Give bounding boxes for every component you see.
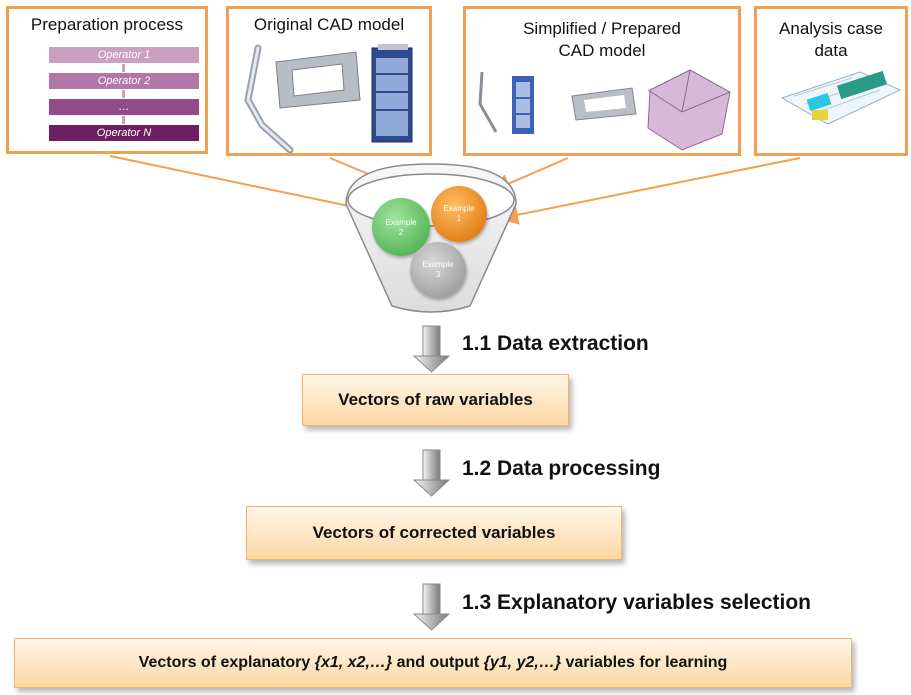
simplified-battery-illustration — [512, 76, 534, 134]
corrected-variables-text: Vectors of corrected variables — [312, 523, 556, 542]
simplified-pipe-illustration — [478, 71, 498, 133]
step-1-1-label: 1.1 Data extraction — [462, 332, 649, 355]
example-3-label: Example — [422, 260, 454, 269]
simplified-cad-title-line1: Simplified / Prepared — [523, 19, 681, 38]
example-1-label: Example — [443, 204, 475, 213]
operator-1-label: Operator 1 — [97, 49, 151, 61]
final-text-x-set: {x1, x2,…} — [314, 654, 393, 671]
down-arrow-3 — [412, 583, 451, 631]
original-cad-title: Original CAD model — [253, 15, 405, 34]
operator-n-bar: Operator N — [49, 125, 199, 141]
analysis-case-title-line1: Analysis case — [779, 19, 883, 38]
simplified-box-illustration — [647, 69, 731, 151]
final-text-part1: Vectors of explanatory — [138, 654, 315, 671]
example-3-number: 3 — [435, 270, 441, 279]
cad-frame-illustration — [275, 51, 361, 109]
cad-pipe-illustration — [244, 44, 294, 154]
example-1-number: 1 — [456, 214, 462, 223]
cad-battery-illustration — [371, 44, 413, 143]
operator-ellipsis-bar: … — [49, 99, 199, 115]
analysis-case-panel: Analysis case data — [754, 6, 908, 156]
preparation-process-panel: Preparation process Operator 1 Operator … — [6, 6, 208, 154]
down-arrow-2 — [412, 449, 451, 497]
step-1-3-label: 1.3 Explanatory variables selection — [462, 591, 812, 614]
final-text-y-set: {y1, y2,…} — [483, 654, 562, 671]
raw-variables-text: Vectors of raw variables — [338, 390, 533, 409]
operator-connector — [122, 90, 125, 98]
operator-connector — [122, 116, 125, 124]
example-2-sphere: Example 2 — [372, 198, 430, 256]
raw-variables-box: Vectors of raw variables — [302, 374, 569, 426]
preparation-process-title: Preparation process — [30, 15, 184, 34]
analysis-mesh-illustration — [780, 70, 902, 125]
operator-1-bar: Operator 1 — [49, 47, 199, 63]
step-1-2-label: 1.2 Data processing — [462, 457, 661, 480]
example-1-sphere: Example 1 — [431, 186, 487, 242]
final-text-part5: variables for learning — [561, 654, 728, 671]
example-3-sphere: Example 3 — [410, 242, 466, 298]
explanatory-variables-box: Vectors of explanatory {x1, x2,…} and ou… — [14, 638, 852, 688]
final-text-part3: and output — [392, 654, 484, 671]
operator-2-label: Operator 2 — [97, 75, 151, 87]
operator-ellipsis-label: … — [118, 101, 130, 113]
operator-connector — [122, 64, 125, 72]
corrected-variables-box: Vectors of corrected variables — [246, 506, 622, 560]
operator-2-bar: Operator 2 — [49, 73, 199, 89]
example-2-label: Example — [385, 218, 417, 227]
example-2-number: 2 — [398, 228, 404, 237]
operator-n-label: Operator N — [96, 127, 152, 139]
simplified-cad-title-line2: CAD model — [558, 41, 646, 60]
down-arrow-1 — [412, 325, 451, 373]
simplified-frame-illustration — [571, 87, 637, 121]
analysis-case-title-line2: data — [814, 41, 848, 60]
